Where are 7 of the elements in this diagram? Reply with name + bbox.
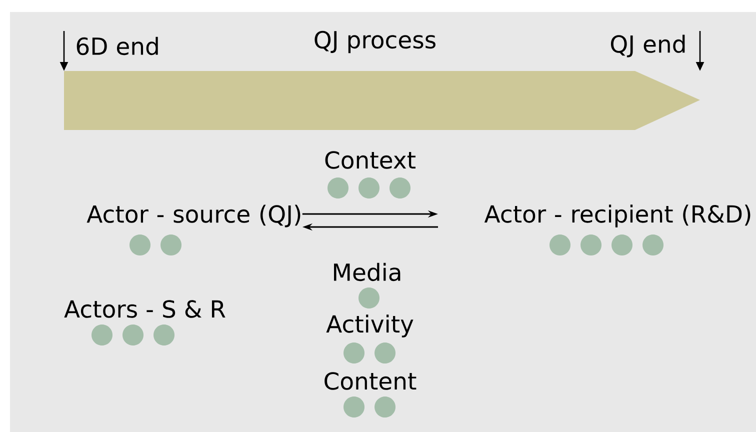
actor-label: Actor - source (QJ) bbox=[86, 204, 300, 228]
label: Content bbox=[324, 372, 416, 390]
label: Actors - S & R bbox=[64, 300, 226, 318]
node-label: QJ process bbox=[314, 30, 436, 54]
actor-label: Actor - recipient (R&D) bbox=[484, 204, 750, 228]
label: Activity bbox=[326, 314, 414, 338]
label: Media bbox=[334, 262, 400, 282]
